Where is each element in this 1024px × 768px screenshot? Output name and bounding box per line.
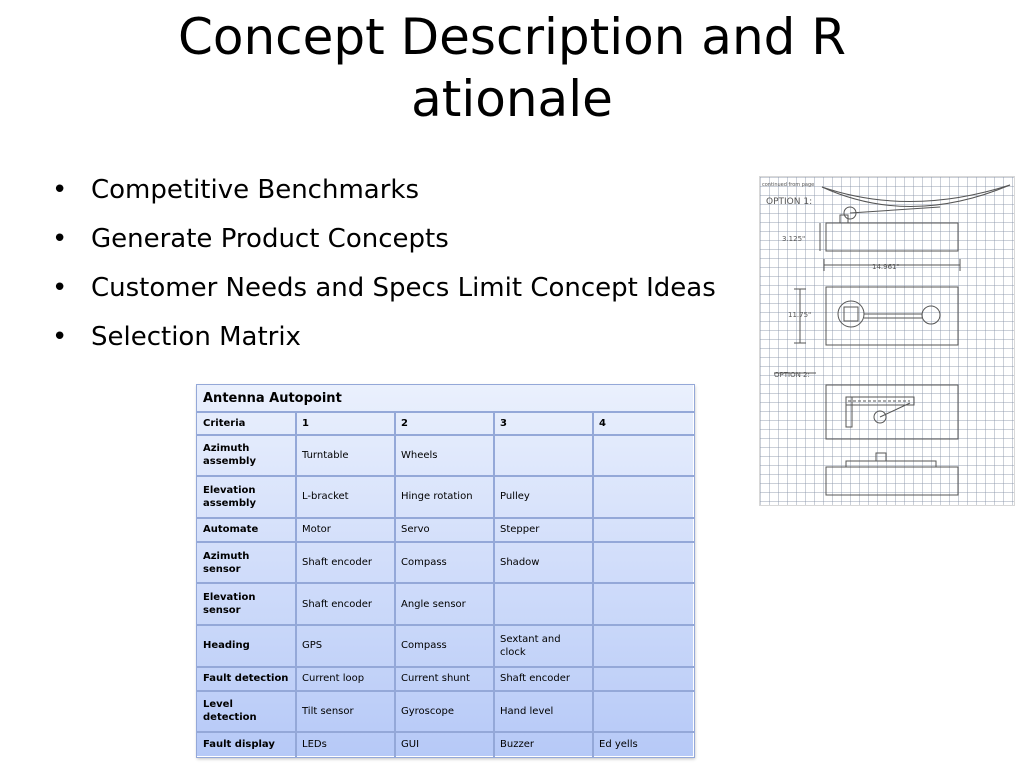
slide-title: Concept Description and R ationale: [100, 6, 924, 130]
table-row: Azimuth assembly Turntable Wheels: [195, 433, 695, 478]
table-cell: [591, 665, 695, 692]
table-row: Elevation assembly L-bracket Hinge rotat…: [195, 475, 695, 519]
bullet-text: Customer Needs and Specs Limit Concept I…: [91, 273, 716, 303]
criteria-cell: Automate: [195, 516, 297, 543]
table-row: Level detection Tilt sensor Gyroscope Ha…: [195, 689, 695, 734]
table-cell: [591, 540, 695, 585]
header-cell: 3: [492, 410, 594, 436]
table-cell: Current shunt: [393, 665, 495, 692]
criteria-cell: Azimuth sensor: [195, 540, 297, 585]
table-row: Heading GPS Compass Sextant and clock: [195, 623, 695, 668]
bullet-item: • Selection Matrix: [50, 313, 716, 362]
table-cell: Ed yells: [591, 731, 695, 758]
table-cell: Compass: [393, 540, 495, 585]
bullet-list: • Competitive Benchmarks • Generate Produc…: [50, 166, 716, 362]
selection-matrix-table: Antenna Autopoint Criteria 1 2 3 4 Azimu…: [195, 383, 695, 758]
table-cell: Gyroscope: [393, 689, 495, 734]
criteria-cell: Heading: [195, 623, 297, 668]
bullet-dot-icon: •: [52, 322, 68, 352]
table-cell: Pulley: [492, 475, 594, 519]
criteria-cell: Elevation sensor: [195, 582, 297, 626]
bullet-text: Generate Product Concepts: [91, 224, 449, 254]
table-cell: [492, 433, 594, 478]
table-cell: Stepper: [492, 516, 594, 543]
table-cell: Hand level: [492, 689, 594, 734]
table-row: Fault display LEDs GUI Buzzer Ed yells: [195, 731, 695, 758]
header-cell: 1: [294, 410, 396, 436]
table-cell: [591, 475, 695, 519]
table-cell: Servo: [393, 516, 495, 543]
table-cell: Shaft encoder: [492, 665, 594, 692]
table-cell: [591, 689, 695, 734]
table-cell: Hinge rotation: [393, 475, 495, 519]
dim-length-label: 14.961": [872, 263, 900, 271]
bullet-dot-icon: •: [52, 224, 68, 254]
table-cell: Turntable: [294, 433, 396, 478]
table-caption-row: Antenna Autopoint: [195, 383, 695, 413]
table-cell: L-bracket: [294, 475, 396, 519]
bullet-item: • Competitive Benchmarks: [50, 166, 716, 215]
table-row: Azimuth sensor Shaft encoder Compass Sha…: [195, 540, 695, 585]
table-cell: GUI: [393, 731, 495, 758]
table-cell: Buzzer: [492, 731, 594, 758]
sketch-drawing: continued from page OPTION 1: 3.125" 14.…: [762, 182, 1011, 496]
title-line-2: ationale: [411, 70, 613, 128]
option1-label: OPTION 1:: [766, 197, 812, 207]
dim-height-label: 3.125": [782, 235, 805, 243]
table-row: Automate Motor Servo Stepper: [195, 516, 695, 543]
criteria-cell: Fault display: [195, 731, 297, 758]
table-cell: Sextant and clock: [492, 623, 594, 668]
table-header-row: Criteria 1 2 3 4: [195, 410, 695, 436]
concept-sketch-image: continued from page OPTION 1: 3.125" 14.…: [759, 176, 1015, 506]
table-row: Fault detection Current loop Current shu…: [195, 665, 695, 692]
table-row: Elevation sensor Shaft encoder Angle sen…: [195, 582, 695, 626]
table-cell: Shaft encoder: [294, 540, 396, 585]
criteria-cell: Elevation assembly: [195, 475, 297, 519]
table-cell: [591, 433, 695, 478]
table-cell: Compass: [393, 623, 495, 668]
criteria-cell: Azimuth assembly: [195, 433, 297, 478]
table-cell: Motor: [294, 516, 396, 543]
bullet-text: Selection Matrix: [91, 322, 301, 352]
table-cell: GPS: [294, 623, 396, 668]
criteria-cell: Level detection: [195, 689, 297, 734]
table-cell: Tilt sensor: [294, 689, 396, 734]
bullet-item: • Customer Needs and Specs Limit Concept …: [50, 264, 716, 313]
bullet-text: Competitive Benchmarks: [91, 175, 420, 205]
header-cell: 4: [591, 410, 695, 436]
header-cell: Criteria: [195, 410, 297, 436]
sketch-header-note: continued from page: [762, 182, 814, 188]
table-cell: Current loop: [294, 665, 396, 692]
criteria-cell: Fault detection: [195, 665, 297, 692]
bullet-item: • Generate Product Concepts: [50, 215, 716, 264]
bullet-dot-icon: •: [52, 175, 68, 205]
header-cell: 2: [393, 410, 495, 436]
table-cell: Shadow: [492, 540, 594, 585]
table-cell: LEDs: [294, 731, 396, 758]
table-caption: Antenna Autopoint: [195, 383, 695, 413]
table-cell: [591, 516, 695, 543]
table-cell: Shaft encoder: [294, 582, 396, 626]
table-cell: Angle sensor: [393, 582, 495, 626]
table-cell: [492, 582, 594, 626]
dim-width-label: 11.75": [788, 311, 811, 319]
table-cell: Wheels: [393, 433, 495, 478]
table-cell: [591, 582, 695, 626]
bullet-dot-icon: •: [52, 273, 68, 303]
table-cell: [591, 623, 695, 668]
title-line-1: Concept Description and R: [177, 8, 847, 66]
option2-label: OPTION 2:: [774, 371, 810, 379]
